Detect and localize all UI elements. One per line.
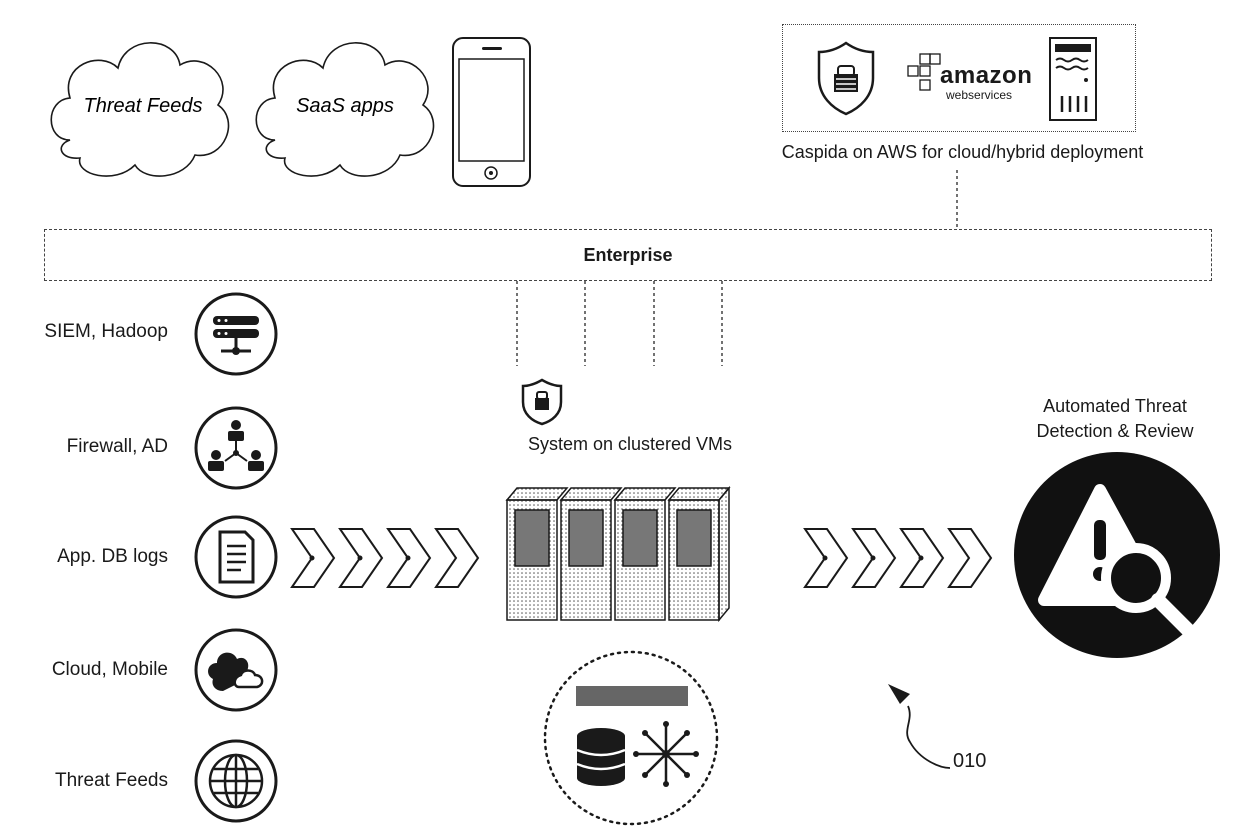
mobile-phone-icon: [450, 35, 534, 190]
cloud-saas-apps: SaaS apps: [245, 20, 445, 190]
database-icon: [577, 728, 625, 786]
source-label-threat-feeds: Threat Feeds: [8, 770, 168, 792]
network-users-icon: [193, 405, 279, 491]
system-caption: System on clustered VMs: [520, 432, 740, 457]
aws-logo-sub: webservices: [946, 88, 1012, 102]
database-cluster-icon: [193, 291, 279, 377]
reference-label: 010: [953, 750, 986, 773]
cloud-threat-feeds: Threat Feeds: [40, 20, 240, 190]
source-label-appdb: App. DB logs: [8, 546, 168, 568]
analytics-tools-circle: [540, 648, 722, 828]
server-tower-icon: [1048, 36, 1098, 122]
output-flow-arrows: [803, 527, 993, 589]
input-flow-arrows: [290, 527, 480, 589]
source-label-cloud-mobile: Cloud, Mobile: [8, 659, 168, 681]
source-label-siem: SIEM, Hadoop: [8, 321, 168, 343]
output-caption-line1: Automated Threat: [1010, 394, 1220, 419]
aws-logo-word: amazon: [940, 62, 1032, 90]
server-cluster: [505, 484, 737, 624]
output-caption-line2: Detection & Review: [1010, 419, 1220, 444]
aws-cubes-icon: [906, 52, 944, 100]
shield-lock-icon: [816, 40, 876, 116]
document-icon: [193, 514, 279, 600]
enterprise-bar: Enterprise: [44, 229, 1212, 281]
cloud-mobile-icon: [193, 627, 279, 713]
reference-arrow: [880, 680, 960, 780]
source-label-firewall: Firewall, AD: [8, 436, 168, 458]
cloud-saas-apps-label: SaaS apps: [296, 95, 394, 117]
threat-detection-icon: [1012, 450, 1222, 660]
globe-icon: [193, 738, 279, 824]
aws-connector-line: [955, 170, 959, 230]
enterprise-connectors: [510, 281, 730, 371]
system-shield-icon: [520, 378, 564, 426]
enterprise-label: Enterprise: [583, 245, 672, 266]
cloud-threat-feeds-label: Threat Feeds: [84, 95, 203, 117]
output-caption: Automated Threat Detection & Review: [1010, 394, 1220, 444]
aws-caption: Caspida on AWS for cloud/hybrid deployme…: [765, 140, 1160, 165]
